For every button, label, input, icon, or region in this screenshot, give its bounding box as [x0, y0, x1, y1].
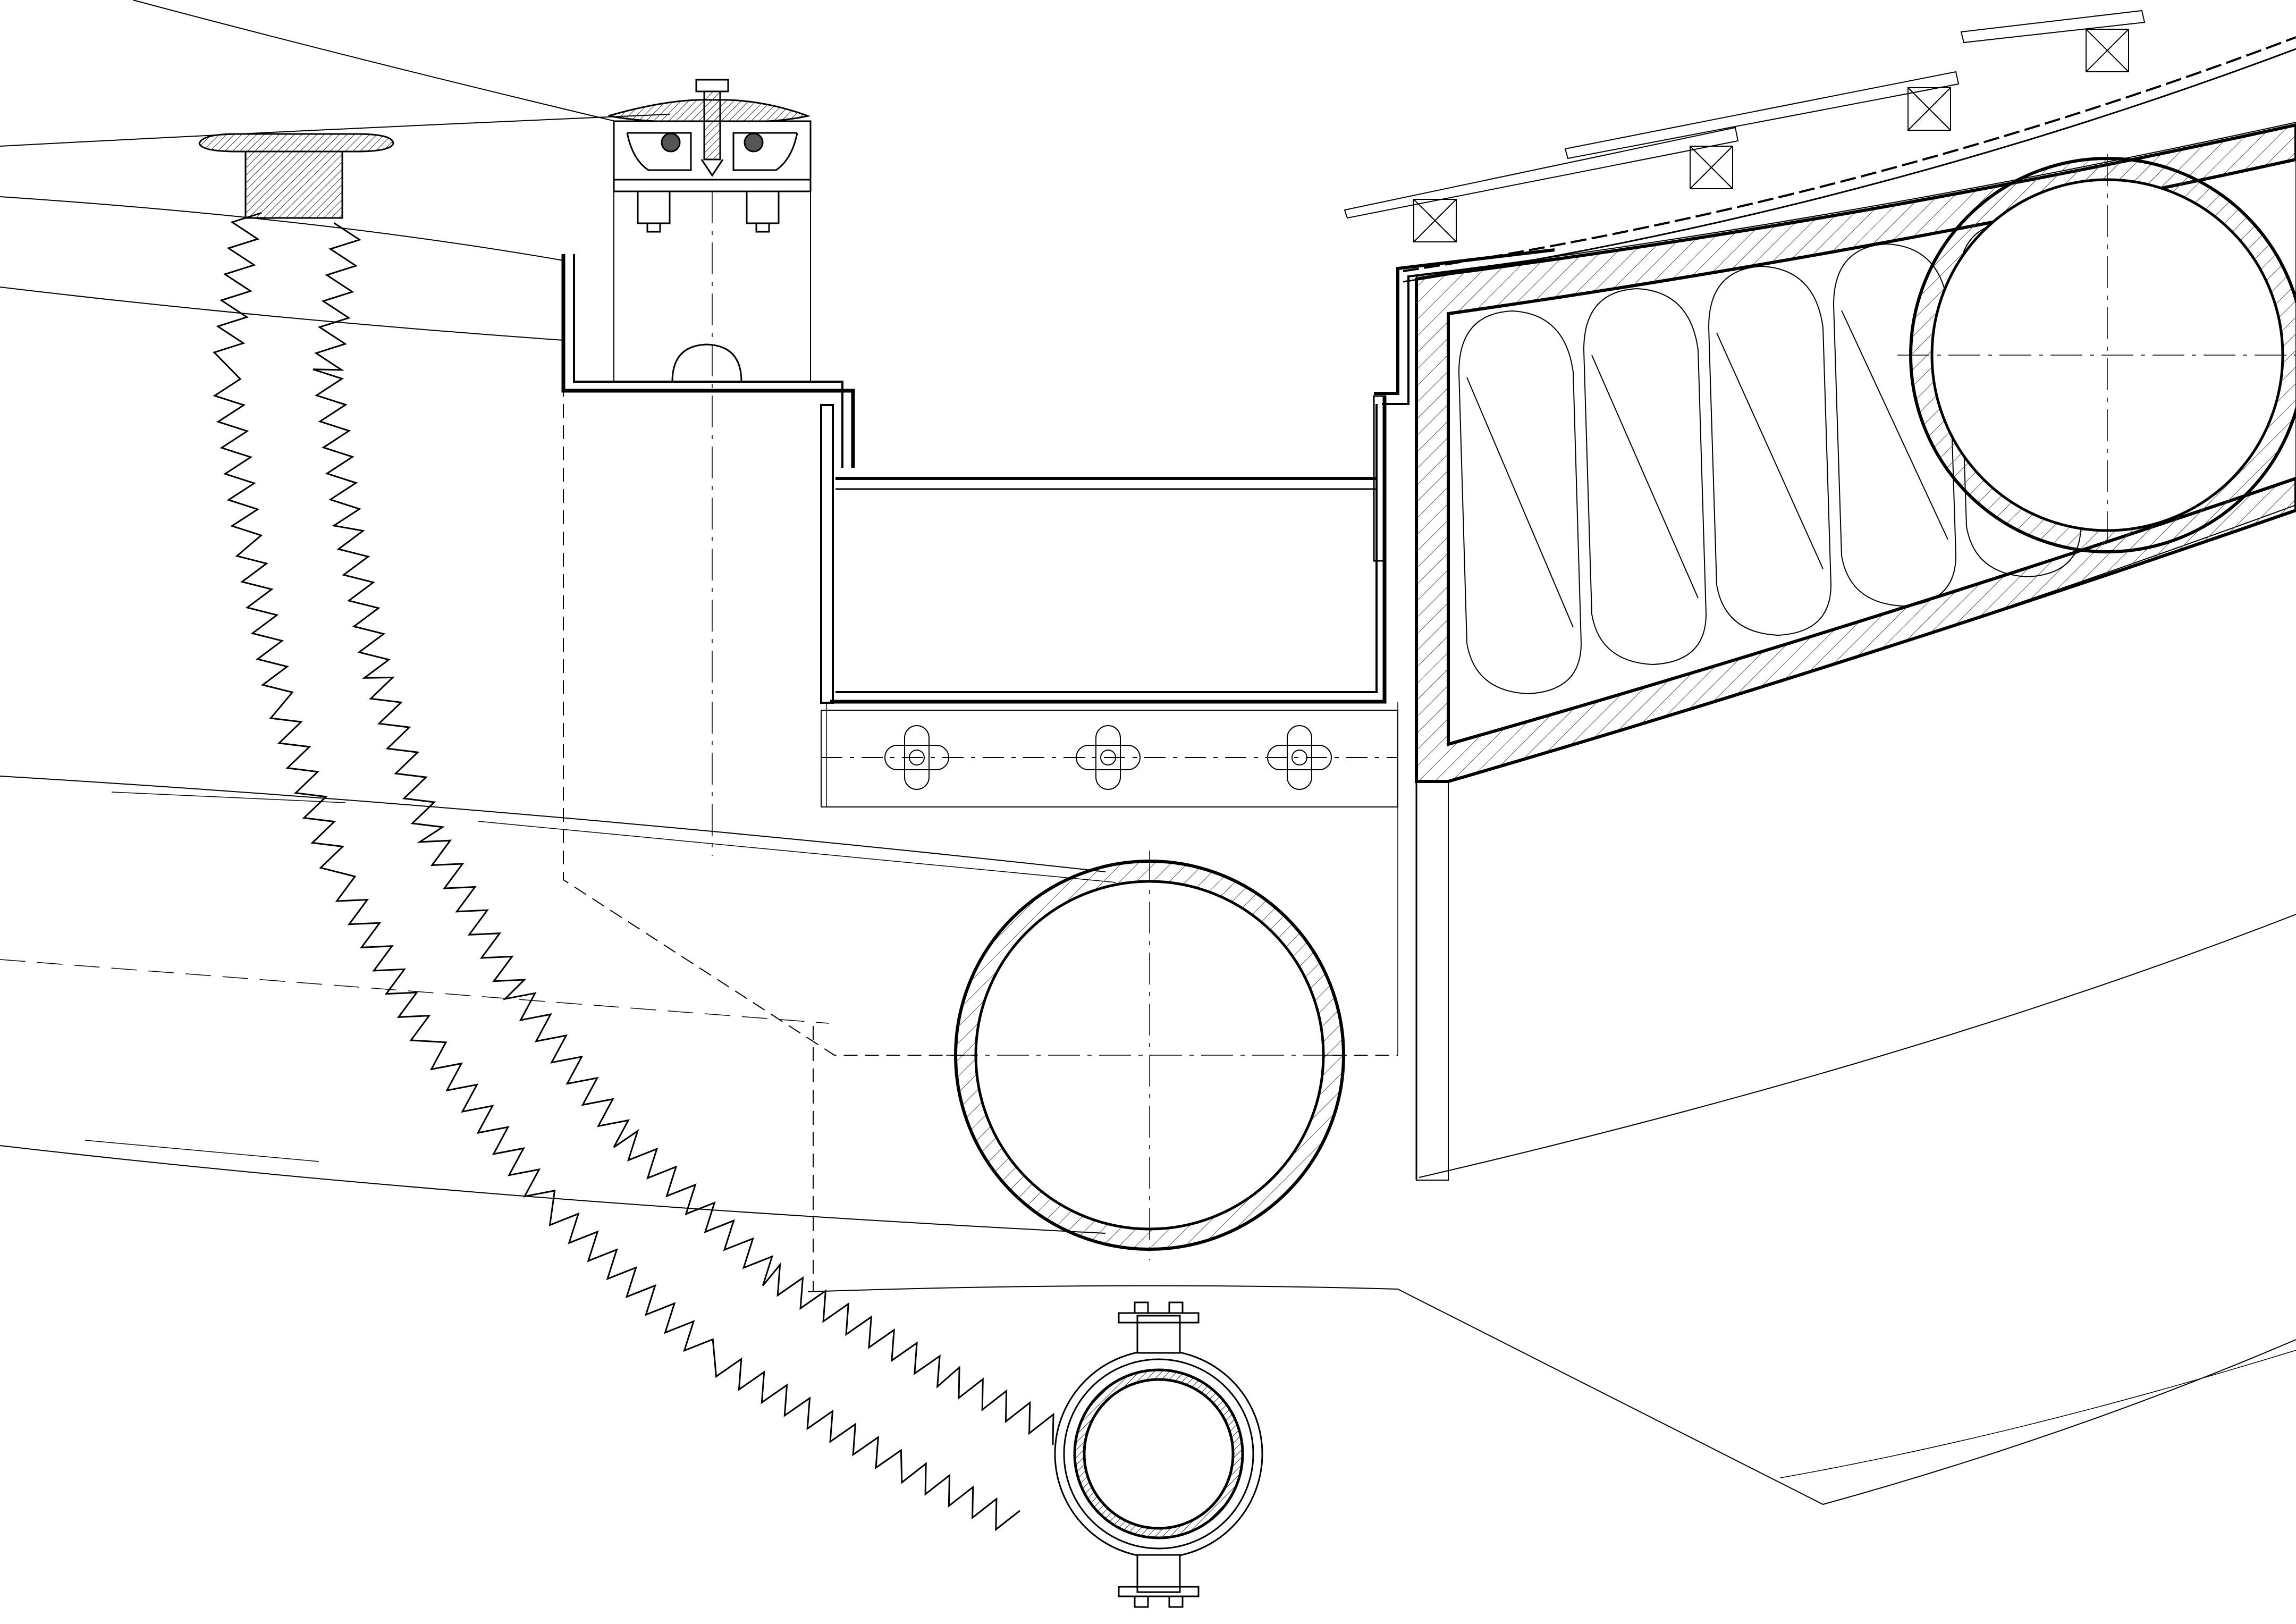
insulation-icon: [1403, 36, 2296, 1181]
corrugated-hose-icon: [213, 212, 1054, 1532]
batten-icon: [1344, 10, 2146, 242]
pipe-clamp-icon: [1054, 1301, 1263, 1608]
slotted-plate-icon: [821, 710, 1398, 807]
roof-pipe-icon: [1897, 154, 2296, 553]
slot-2: [1076, 725, 1141, 790]
slot-3: [1267, 725, 1332, 790]
drain-outlet-icon: [198, 133, 394, 219]
bracket-icon: [608, 79, 812, 383]
large-pipe-icon: [946, 851, 1353, 1260]
slot-1: [884, 725, 949, 790]
gutter-icon: [561, 248, 1558, 704]
